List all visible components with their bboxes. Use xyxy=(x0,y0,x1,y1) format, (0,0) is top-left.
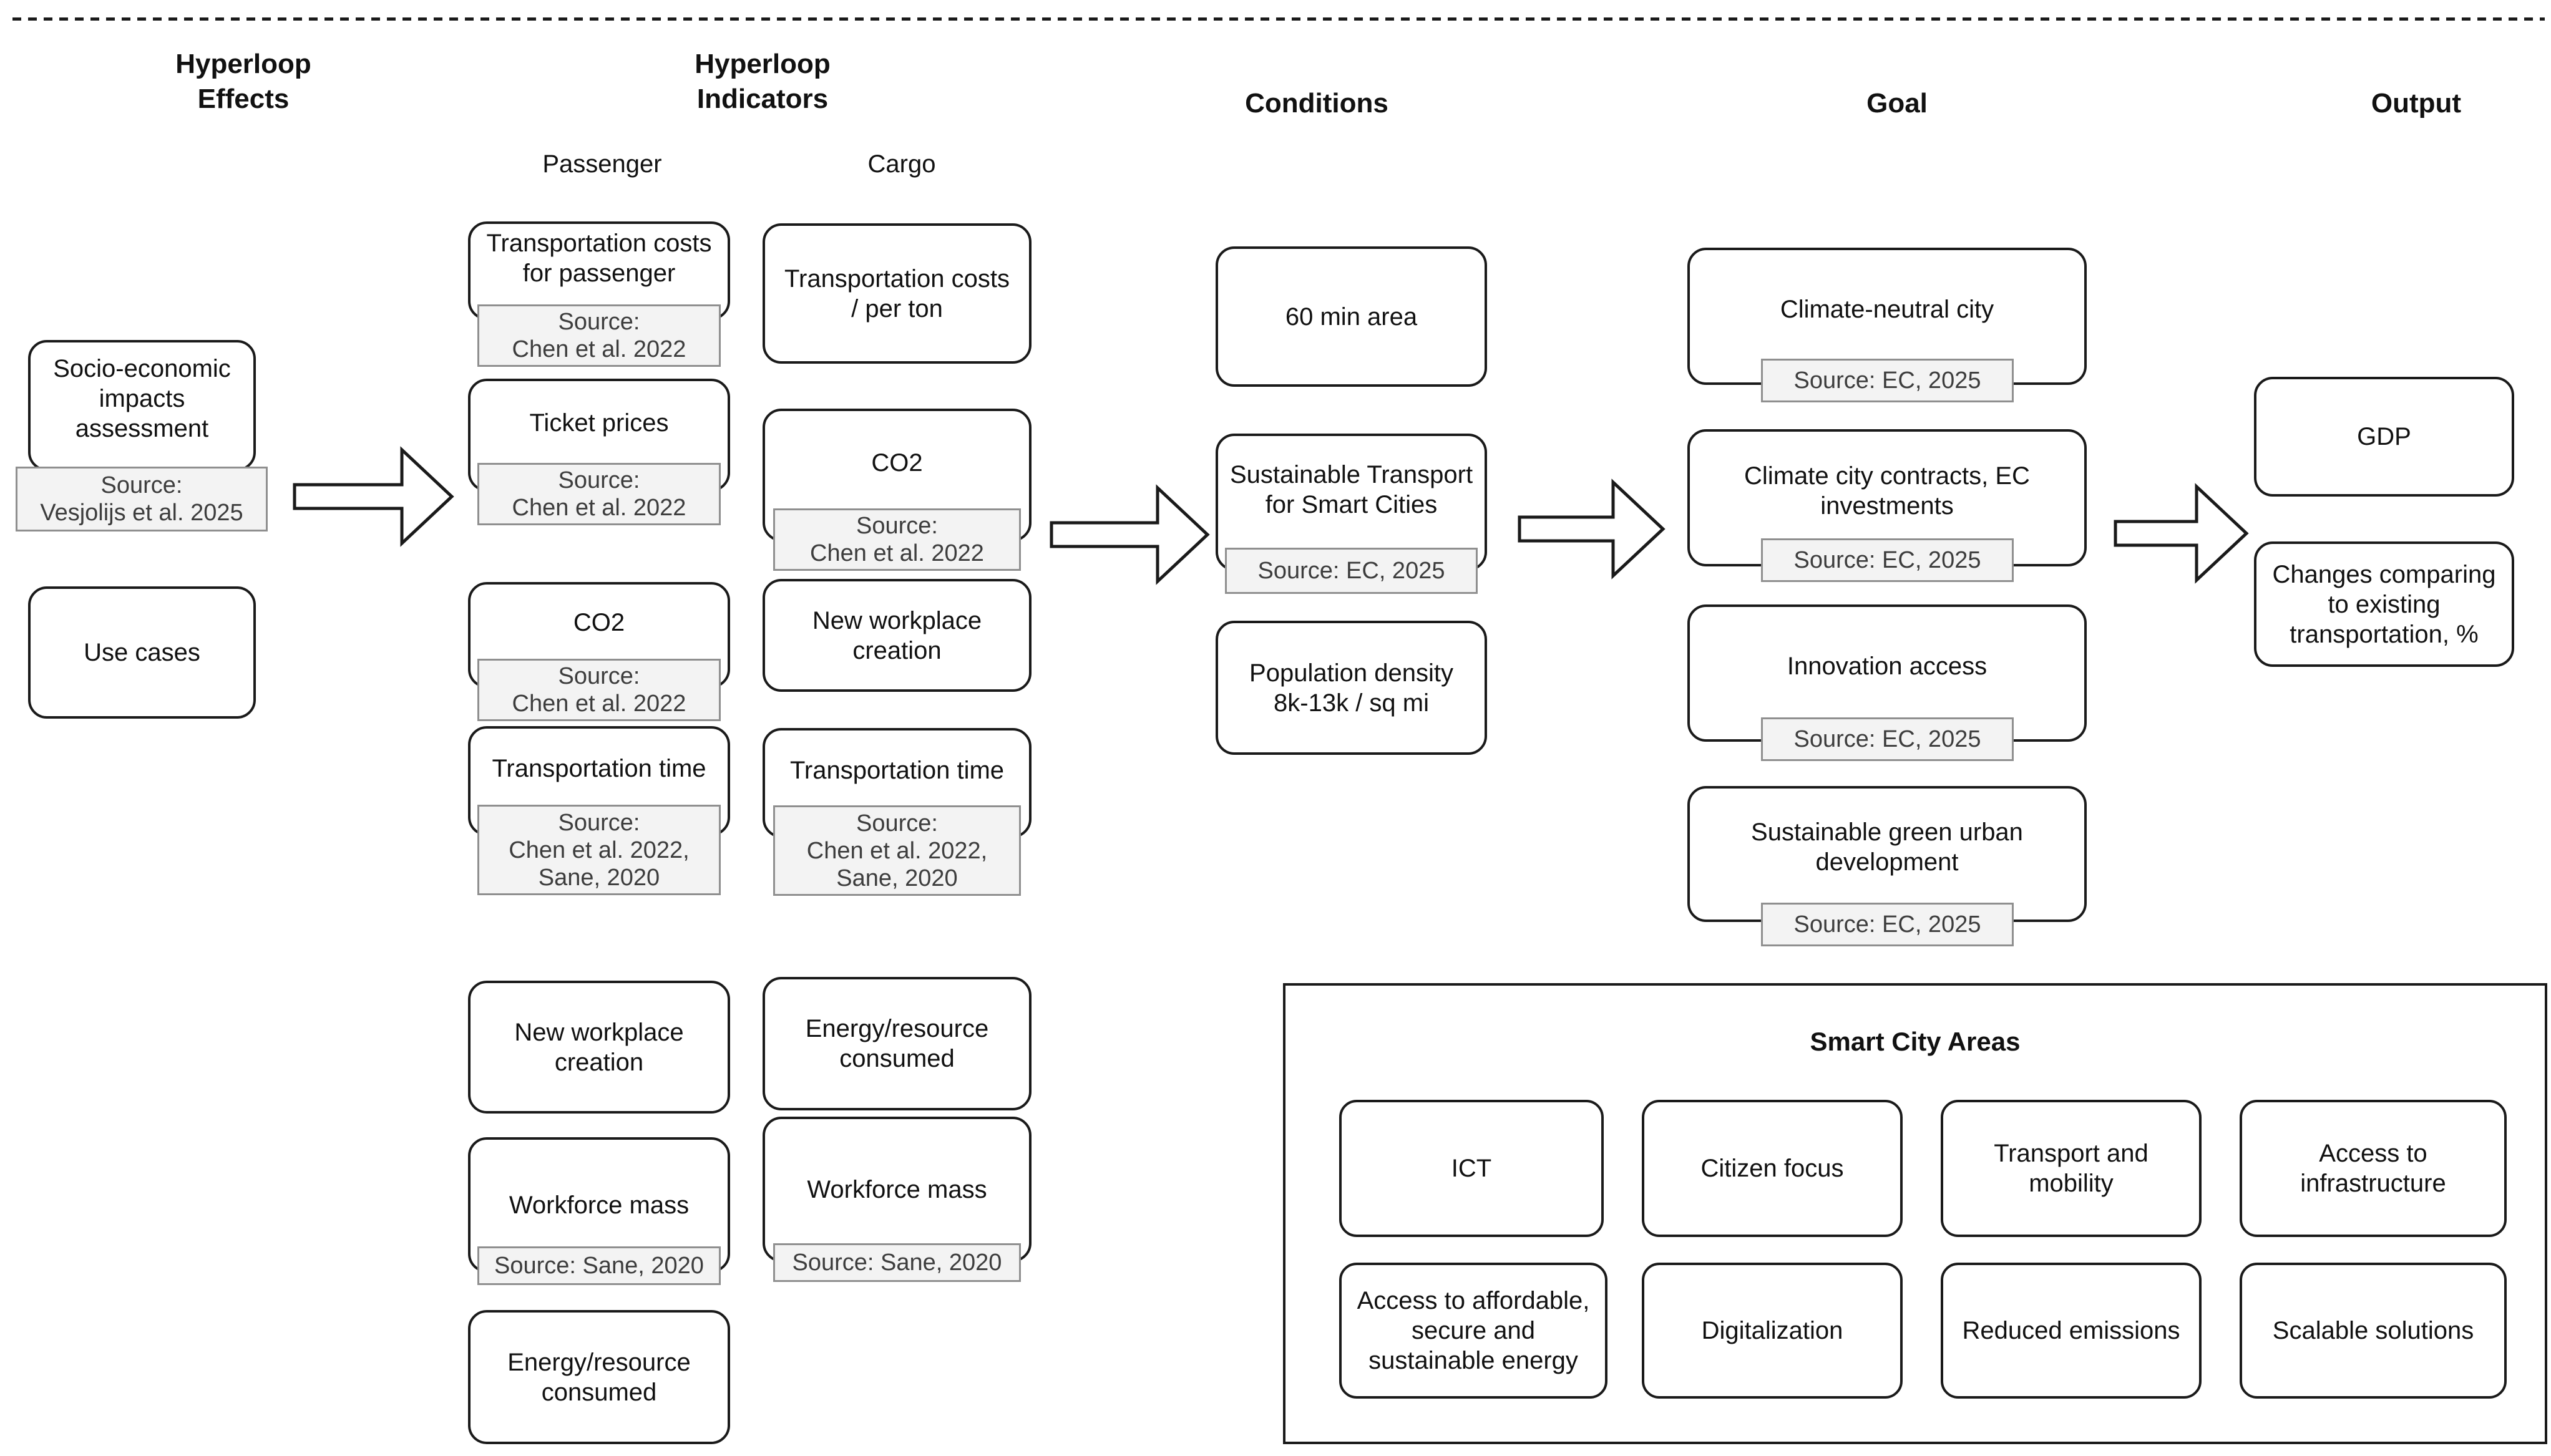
source-label-chen-2022: Source: Chen et al. 2022 xyxy=(773,508,1021,571)
area-reduced-emissions: Reduced emissions xyxy=(1941,1263,2202,1399)
source-label-chen-2022: Source: Chen et al. 2022 xyxy=(477,463,721,525)
source-label-sane-2020: Source: Sane, 2020 xyxy=(477,1246,721,1285)
source-label-ec-2025: Source: EC, 2025 xyxy=(1761,359,2014,402)
node-cargo-workforce-mass: Workforce mass xyxy=(763,1117,1032,1262)
column-header-hyperloop-effects: Hyperloop Effects xyxy=(175,49,311,114)
node-socio-economic-impacts-assessment: Socio-economic impacts assessment xyxy=(28,340,256,471)
node-use-cases: Use cases xyxy=(28,586,256,719)
area-digitalization: Digitalization xyxy=(1642,1263,1903,1399)
source-label-sane-2020: Source: Sane, 2020 xyxy=(773,1243,1021,1282)
dashed-divider xyxy=(12,17,2545,21)
source-label-vesjolijs: Source: Vesjolijs et al. 2025 xyxy=(16,467,268,531)
source-label-ec-2025: Source: EC, 2025 xyxy=(1225,548,1478,594)
flow-arrow-icon xyxy=(2114,483,2249,584)
column-header-output: Output xyxy=(2371,88,2462,119)
source-label-ec-2025: Source: EC, 2025 xyxy=(1761,717,2014,761)
area-access-to-energy: Access to affordable, secure and sustain… xyxy=(1339,1263,1607,1399)
flow-arrow-icon xyxy=(1518,478,1666,580)
node-sustainable-green-urban-development: Sustainable green urban development xyxy=(1687,786,2087,922)
node-passenger-energy-resource-consumed: Energy/resource consumed xyxy=(468,1310,730,1444)
area-citizen-focus: Citizen focus xyxy=(1642,1100,1903,1237)
node-60-min-area: 60 min area xyxy=(1216,246,1487,387)
area-transport-and-mobility: Transport and mobility xyxy=(1941,1100,2202,1237)
column-header-goal: Goal xyxy=(1866,88,1928,119)
node-passenger-new-workplace-creation: New workplace creation xyxy=(468,981,730,1114)
flow-arrow-icon xyxy=(293,446,454,547)
source-label-chen-2022: Source: Chen et al. 2022 xyxy=(477,304,721,367)
node-cargo-new-workplace-creation: New workplace creation xyxy=(763,579,1032,692)
node-cargo-energy-resource-consumed: Energy/resource consumed xyxy=(763,977,1032,1110)
node-passenger-transportation-costs: Transportation costs for passenger xyxy=(468,221,730,320)
source-label-chen-sane: Source: Chen et al. 2022, Sane, 2020 xyxy=(773,805,1021,896)
source-label-ec-2025: Source: EC, 2025 xyxy=(1761,903,2014,946)
smart-city-areas-title: Smart City Areas xyxy=(1810,1027,2021,1056)
area-scalable-solutions: Scalable solutions xyxy=(2240,1263,2507,1399)
source-label-chen-2022: Source: Chen et al. 2022 xyxy=(477,659,721,721)
source-label-chen-sane: Source: Chen et al. 2022, Sane, 2020 xyxy=(477,805,721,895)
node-gdp: GDP xyxy=(2254,377,2514,497)
node-cargo-transportation-costs-per-ton: Transportation costs / per ton xyxy=(763,223,1032,364)
subcolumn-header-passenger: Passenger xyxy=(542,150,662,178)
node-population-density: Population density 8k-13k / sq mi xyxy=(1216,621,1487,755)
column-header-conditions: Conditions xyxy=(1245,88,1388,119)
node-changes-vs-existing-transportation: Changes comparing to existing transporta… xyxy=(2254,541,2514,667)
source-label-ec-2025: Source: EC, 2025 xyxy=(1761,538,2014,582)
area-ict: ICT xyxy=(1339,1100,1604,1237)
subcolumn-header-cargo: Cargo xyxy=(867,150,936,178)
flow-arrow-icon xyxy=(1050,484,1210,585)
column-header-hyperloop-indicators: Hyperloop Indicators xyxy=(695,49,831,114)
area-access-to-infrastructure: Access to infrastructure xyxy=(2240,1100,2507,1237)
